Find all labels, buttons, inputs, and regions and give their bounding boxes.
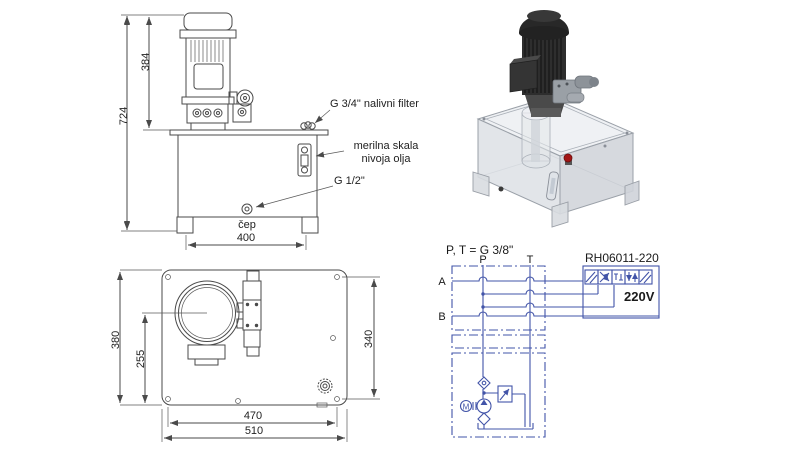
p-valve-line (483, 285, 599, 295)
dim-380-label: 380 (110, 331, 122, 349)
plug-label: čep (238, 219, 256, 231)
top-view-drawing: 380 255 340 470 510 (110, 269, 380, 442)
ports-note: P, T = G 3/8" (446, 243, 513, 257)
motor-front (179, 12, 237, 131)
valve-block-3d (552, 75, 599, 104)
level-gauge-3d (546, 171, 559, 201)
terminal-box-3d (509, 55, 541, 93)
dim-width: 510 (161, 409, 348, 442)
tank-front (169, 129, 329, 234)
suction-strainer-symbol (477, 412, 491, 429)
valve-assembly-top (236, 270, 262, 357)
pump-coupling-front (228, 89, 254, 123)
dim-total-height: 724 (118, 14, 184, 232)
dim-motor-height: 384 (140, 17, 152, 128)
valve-enclosure (582, 265, 660, 319)
oil-level-gauge (297, 143, 312, 177)
dim-255-label: 255 (135, 350, 147, 368)
drain-plug-front (241, 203, 253, 215)
dim-hole-width: 470 (167, 407, 338, 427)
level-gauge-label-1: merilna skala (354, 140, 420, 152)
dim-400-label: 400 (237, 232, 255, 244)
side-plug-3d (498, 186, 504, 192)
dim-hole-depth: 340 (342, 276, 380, 400)
valve-model-label: RH06011-220 (585, 251, 659, 265)
port-b-label: B (438, 311, 445, 323)
dim-depth: 380 (110, 269, 162, 406)
b-port-line (452, 311, 659, 317)
manifold-boundary (451, 265, 546, 438)
suction-pipe-3d (521, 105, 551, 169)
dim-motor-center: 255 (135, 315, 148, 403)
motor-top (142, 280, 240, 366)
relief-valve-symbol (482, 385, 526, 427)
tank-foot (624, 180, 640, 206)
port-t-label: T (527, 254, 534, 266)
dim-470-label: 470 (244, 410, 262, 422)
port-p-label: P (479, 254, 486, 266)
dim-724-label: 724 (118, 107, 130, 125)
dim-384-label: 384 (140, 53, 152, 71)
port-a-label: A (438, 276, 446, 288)
filler-port-callout: G 3/4" nalivni filter (314, 98, 419, 124)
drain-port-callout: G 1/2" (255, 175, 365, 208)
dim-340-label: 340 (363, 330, 375, 348)
a-port-line (452, 276, 583, 282)
directional-valve-symbol (584, 269, 653, 285)
isometric-render (472, 10, 640, 228)
breather-cap-3d (563, 153, 573, 165)
cover-plate (161, 269, 348, 408)
pump-symbol (476, 398, 492, 414)
dim-510-label: 510 (245, 425, 263, 437)
drain-port-label: G 1/2" (334, 175, 365, 187)
tank-foot (551, 201, 569, 228)
filler-cap (300, 121, 316, 130)
drain-plug-top (317, 378, 333, 394)
tank-foot (472, 171, 490, 197)
level-gauge-label-2: nivoja olja (362, 153, 412, 165)
electric-motor-symbol: M (459, 399, 477, 413)
solenoid-voltage-label: 220V (624, 289, 655, 304)
tank-symbol (477, 423, 534, 430)
level-gauge-callout: merilna skala nivoja olja (315, 140, 420, 165)
t-valve-line (483, 285, 615, 308)
motor-m-label: M (463, 403, 470, 412)
filler-port-label: G 3/4" nalivni filter (330, 98, 419, 110)
tank-3d (472, 96, 640, 228)
front-view-drawing: 724 384 400 G 3/4" nalivni filter meriln… (118, 12, 420, 250)
check-valve-symbol (477, 376, 491, 390)
hydraulic-schematic: P, T = G 3/8" P T RH06011-220 A B 220V (438, 243, 660, 438)
dim-feet-width: 400 (185, 232, 307, 250)
